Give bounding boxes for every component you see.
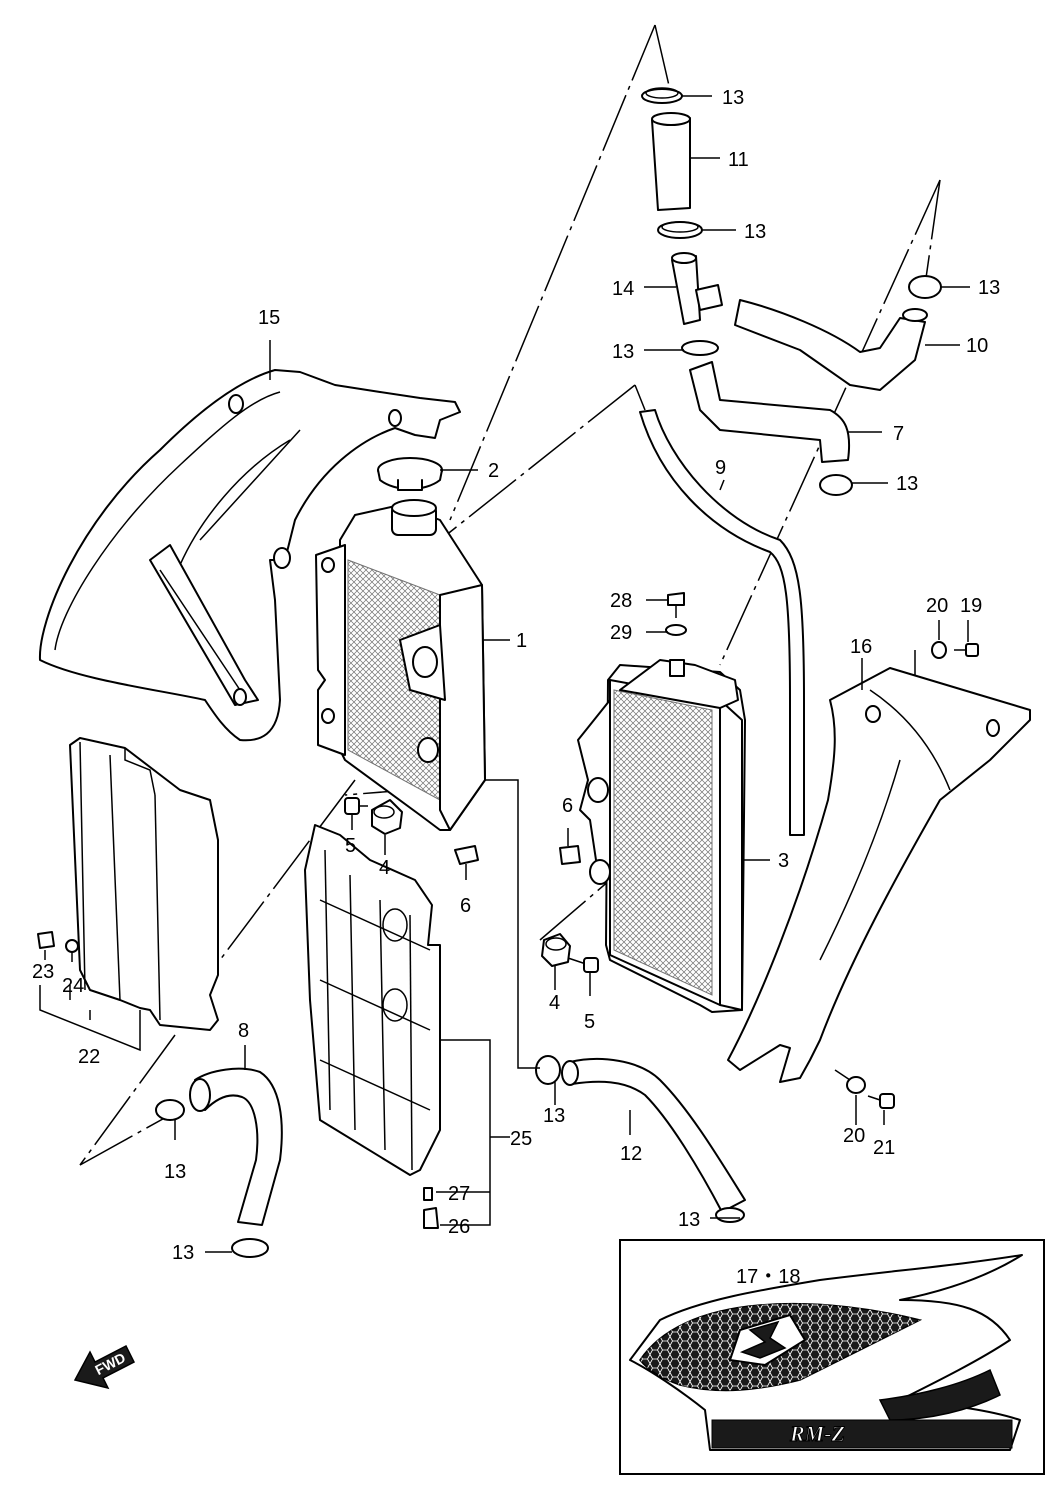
radiator-right (577, 659, 746, 1013)
callout-5: 5 (345, 835, 356, 857)
callout-29: 29 (610, 622, 632, 644)
bolt-5-right (567, 957, 599, 973)
callout-14: 14 (612, 278, 634, 300)
hose-11 (651, 112, 691, 211)
hose-clamp-13-twelve-upper (535, 1055, 561, 1085)
callout-23: 23 (32, 961, 54, 983)
hose-8 (189, 1067, 283, 1226)
bolt-27 (423, 1187, 433, 1201)
radiator-left (315, 499, 486, 831)
collar-6-left (454, 845, 479, 865)
hose-clamp-13-eight-lower (231, 1238, 269, 1258)
callout-3: 3 (778, 850, 789, 872)
callout-12: 12 (620, 1143, 642, 1165)
callout-17-18: 17・18 (736, 1266, 801, 1288)
leader-lines (39, 95, 970, 1300)
callout-13: 13 (978, 277, 1000, 299)
callout-13: 13 (172, 1242, 194, 1264)
hose-clamp-13-top (641, 87, 683, 104)
nut-23 (37, 931, 55, 949)
hose-clamp-13-second (657, 221, 703, 239)
callout-13: 13 (896, 473, 918, 495)
radiator-cap (377, 457, 443, 491)
hose-12 (561, 1058, 746, 1213)
washer-29 (665, 624, 687, 636)
decal-logo-strip (711, 1419, 1013, 1449)
callout-11: 11 (728, 149, 749, 171)
grommet-4-left (371, 799, 403, 835)
radiator-grille-left (304, 824, 441, 1176)
radiator-shroud-right (727, 667, 1031, 1083)
hose-9 (639, 409, 805, 836)
collar-5-left (344, 797, 368, 815)
callout-13: 13 (164, 1161, 186, 1183)
callout-27: 27 (448, 1183, 470, 1205)
callout-4: 4 (379, 857, 390, 879)
radiator-shroud-left (38, 369, 461, 742)
washer-20-upper (931, 641, 947, 659)
callout-1: 1 (516, 630, 527, 652)
callout-15: 15 (258, 307, 280, 329)
grommet-4-right (541, 933, 571, 967)
joint-14 (671, 252, 723, 325)
callout-7: 7 (893, 423, 904, 445)
callout-2: 2 (488, 460, 499, 482)
callout-13: 13 (744, 221, 766, 243)
callout-8: 8 (238, 1020, 249, 1042)
callout-9: 9 (715, 457, 726, 479)
radiator-cover-left (69, 737, 219, 1031)
callout-28: 28 (610, 590, 632, 612)
hose-clamp-13-eight-upper (155, 1099, 185, 1121)
callout-25: 25 (510, 1128, 532, 1150)
callout-21: 21 (873, 1137, 895, 1159)
collar-6-right (559, 845, 581, 865)
hose-clamp-13-seven (819, 474, 853, 496)
decal-panel: RM-Z (619, 1239, 1045, 1475)
nut-26 (423, 1207, 439, 1229)
callout-20: 20 (926, 595, 948, 617)
callout-13: 13 (612, 341, 634, 363)
callout-16: 16 (850, 636, 872, 658)
decal-logo-text: RM-Z (789, 1421, 845, 1446)
hose-7 (689, 361, 850, 463)
callout-13: 13 (543, 1105, 565, 1127)
callout-6: 6 (562, 795, 573, 817)
hose-10 (734, 299, 928, 391)
hose-clamp-13-third (681, 340, 719, 356)
callout-20: 20 (843, 1125, 865, 1147)
callout-13: 13 (678, 1209, 700, 1231)
bolt-28 (667, 592, 685, 618)
bolt-19 (954, 643, 979, 657)
callout-6: 6 (460, 895, 471, 917)
callout-13: 13 (722, 87, 744, 109)
callout-24: 24 (62, 975, 84, 997)
callout-26: 26 (448, 1216, 470, 1238)
callout-22: 22 (78, 1046, 100, 1068)
callout-10: 10 (966, 335, 988, 357)
washer-24 (65, 939, 79, 953)
hose-clamp-13-right (908, 275, 942, 299)
washer-20-lower (846, 1076, 866, 1094)
callout-19: 19 (960, 595, 982, 617)
callout-labels: 13 11 13 14 13 13 10 7 9 13 15 2 1 28 29… (32, 87, 1000, 1288)
hose-clamp-13-twelve-lower (715, 1207, 745, 1223)
bolt-21 (867, 1093, 895, 1109)
callout-4: 4 (549, 992, 560, 1014)
fwd-arrow-icon: FWD (73, 1344, 136, 1390)
callout-5: 5 (584, 1011, 595, 1033)
